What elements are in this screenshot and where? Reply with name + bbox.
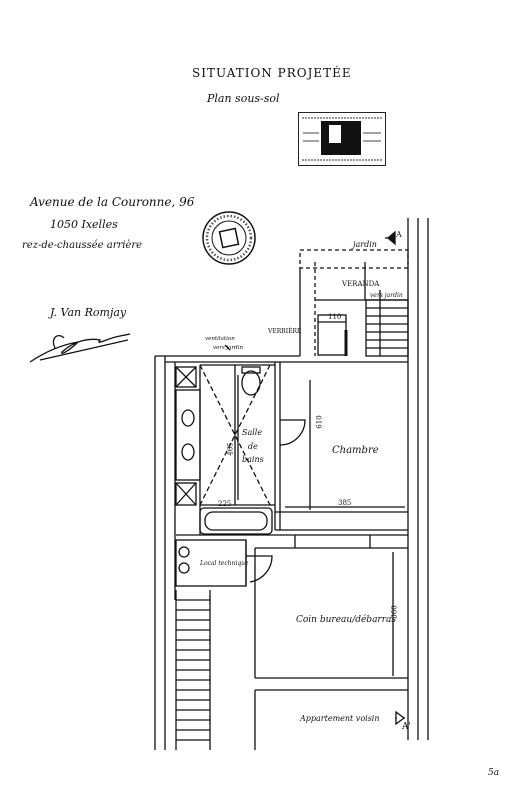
label-local-technique: Local technique (200, 560, 249, 567)
label-salle-3: bains (242, 455, 264, 464)
page-mark: 5a (488, 768, 500, 778)
address-line-2: 1050 Ixelles (50, 218, 118, 231)
label-verriere: VERRIÈRE (268, 328, 302, 335)
label-coin-bureau: Coin bureau/débarras (296, 615, 397, 625)
label-vers-jardin-left: vers jardin (213, 345, 243, 351)
label-vers-jardin: vers jardin (370, 292, 403, 299)
label-salle-1: Salle (242, 428, 263, 437)
dim-360: 360 (390, 605, 399, 619)
dim-110: 110 (328, 313, 342, 321)
dim-465: 465 (226, 442, 235, 456)
label-section-a: A (396, 230, 402, 239)
approval-stamp (298, 112, 386, 166)
label-veranda: VERANDA (342, 280, 380, 288)
label-section-a-prime: A' (402, 722, 411, 732)
page-title: SITUATION PROJETÉE (192, 66, 352, 80)
author-name: J. Van Romjay (50, 306, 127, 319)
label-chambre: Chambre (332, 445, 379, 456)
page-subtitle: Plan sous-sol (207, 92, 280, 105)
label-ventilation: ventilation (205, 336, 235, 342)
label-appartement-voisin: Appartement voisin (300, 714, 380, 723)
label-salle-2: de (248, 442, 258, 451)
address-line-3: rez-de-chaussée arrière (22, 240, 143, 251)
address-line-1: Avenue de la Couronne, 96 (30, 195, 195, 209)
dim-385: 385 (338, 499, 352, 507)
label-jardin: jardin (353, 240, 377, 249)
dim-225: 225 (218, 500, 232, 508)
dim-610: 610 (315, 415, 324, 429)
